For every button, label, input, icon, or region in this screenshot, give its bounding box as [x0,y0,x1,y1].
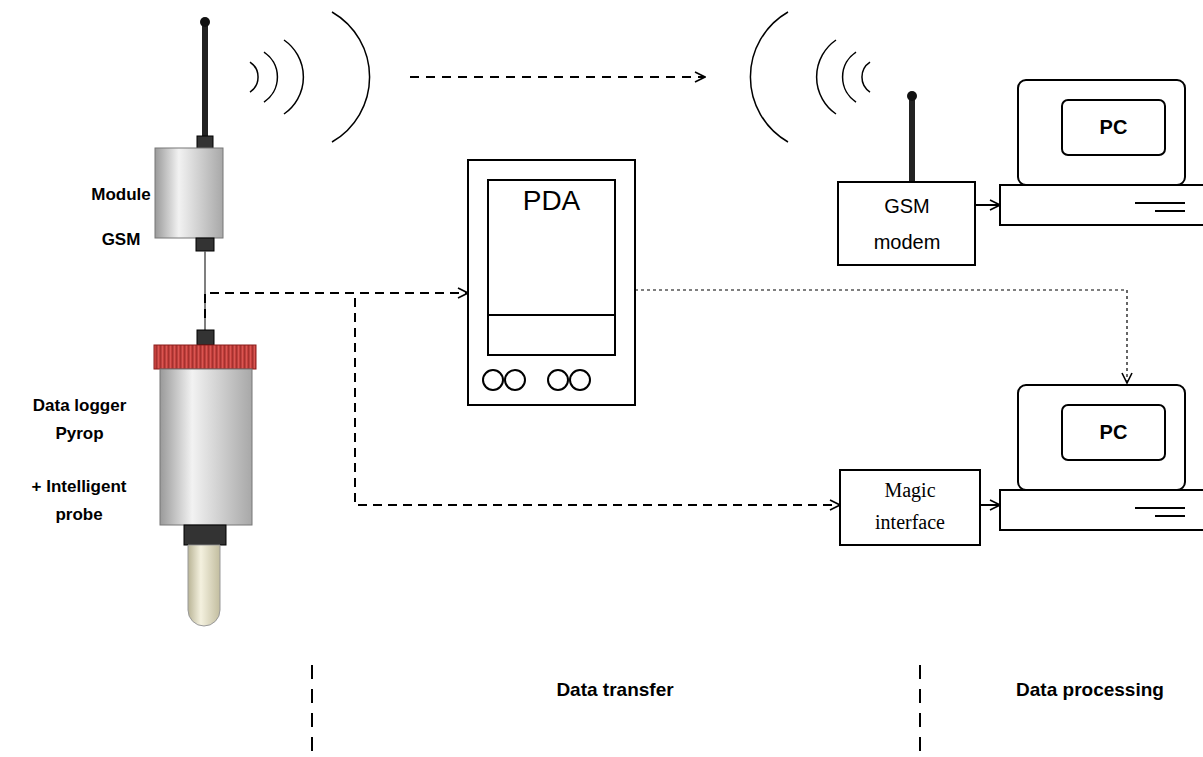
pc-box: PC [1000,383,1203,530]
logger-label-group: Data logger Pyrop + Intelligent probe [0,318,258,630]
section-label: Data processing [1016,679,1164,701]
section-label: Data transfer [556,679,673,701]
data-logger [154,330,256,626]
node-text: PDA [490,184,613,218]
node-text: Magic interface [848,474,972,538]
pda-device [468,160,635,405]
modem-box: GSM modem [705,10,975,265]
gsm-module [155,17,223,251]
node-text: GSM modem [852,188,962,260]
connector-arrow [635,290,1127,383]
node-text: PC [1064,419,1163,445]
interface-box: Magic interface [840,470,980,545]
interface-box [840,470,980,545]
computer [1000,385,1203,530]
module-label-group: ModuleGSM [60,10,410,255]
computer [1000,80,1203,225]
pc-box: PC [1000,78,1203,225]
connector-arrow [980,504,1000,506]
node-text: PC [1064,114,1163,140]
gsm-modem [838,91,975,265]
connector-arrow [410,76,705,78]
section-divider [312,665,920,757]
pda-box: PDA [468,160,635,405]
node-text: Module [86,184,156,206]
cable [204,251,206,331]
node-text: Data logger Pyrop [22,392,137,448]
connector-arrow [205,293,468,318]
radio-waves [250,12,870,142]
node-text: + Intelligent probe [14,473,144,529]
node-text: GSM [86,229,156,251]
connector-arrow [205,293,840,505]
connector-arrow [975,204,1000,206]
